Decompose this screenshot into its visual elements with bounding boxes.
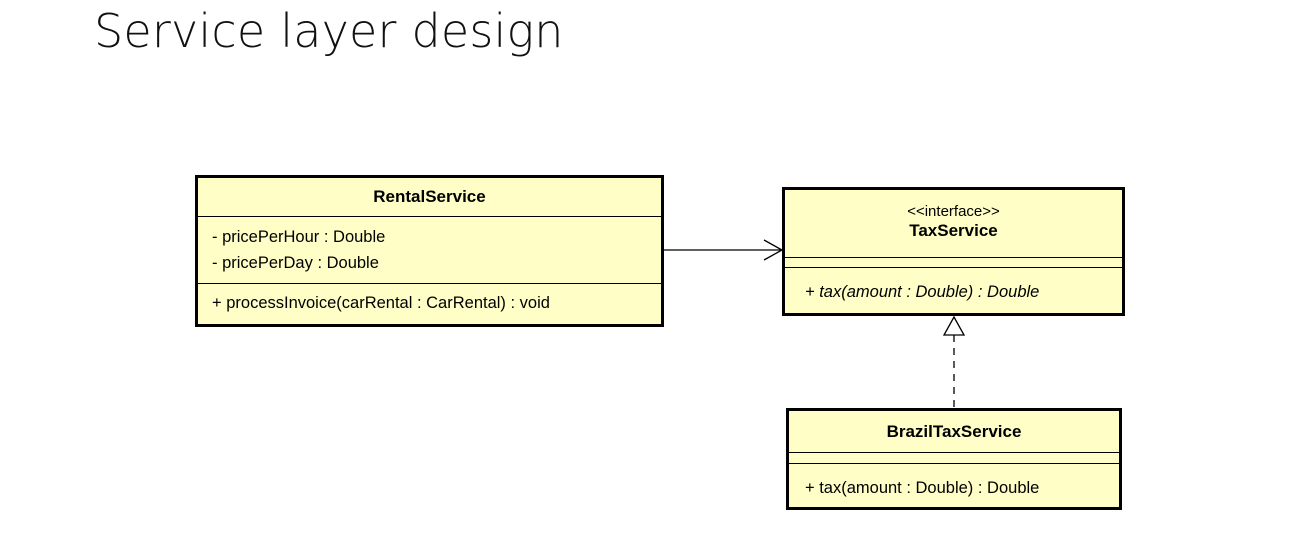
class-name: BrazilTaxService (886, 422, 1022, 441)
class-attributes: - pricePerHour : Double - pricePerDay : … (198, 217, 661, 284)
class-header: BrazilTaxService (789, 411, 1119, 453)
brazil-tax-service-class: BrazilTaxService + tax(amount : Double) … (786, 408, 1122, 510)
rental-service-class: RentalService - pricePerHour : Double - … (195, 175, 664, 327)
class-header: <<interface>> TaxService (785, 190, 1122, 258)
attribute: - pricePerDay : Double (212, 254, 379, 272)
class-attributes (789, 453, 1119, 464)
class-operations: + tax(amount : Double) : Double (785, 268, 1122, 305)
realization-arrowhead (942, 315, 966, 336)
operation: + tax(amount : Double) : Double (805, 283, 1040, 301)
attribute: - pricePerHour : Double (212, 228, 386, 246)
operation: + processInvoice(carRental : CarRental) … (212, 294, 550, 312)
class-name: TaxService (909, 221, 998, 240)
class-name: RentalService (373, 187, 486, 206)
operation: + tax(amount : Double) : Double (805, 479, 1040, 497)
tax-service-interface: <<interface>> TaxService + tax(amount : … (782, 187, 1125, 316)
class-attributes (785, 258, 1122, 268)
class-operations: + tax(amount : Double) : Double (789, 464, 1119, 501)
class-header: RentalService (198, 178, 661, 217)
stereotype: <<interface>> (907, 203, 1000, 220)
page-title: Service layer design (94, 4, 564, 58)
class-operations: + processInvoice(carRental : CarRental) … (198, 284, 661, 316)
